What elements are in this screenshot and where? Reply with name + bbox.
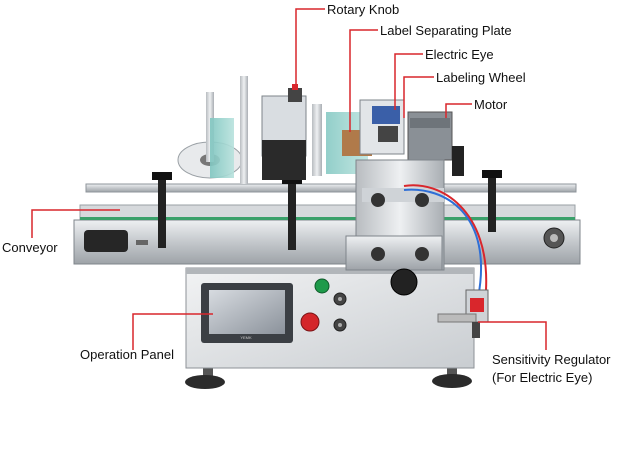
panel-controls (300, 278, 347, 332)
motor-callout (445, 103, 472, 118)
operation-panel-callout (132, 313, 213, 350)
sensitivity-regulator-label: Sensitivity Regulator (492, 352, 611, 367)
start-button (314, 278, 330, 294)
electric-eye-callout (394, 53, 423, 110)
operation-panel-screen: YEMK (201, 283, 293, 343)
sensitivity-regulator-sublabel: (For Electric Eye) (492, 370, 593, 385)
label-separating-plate-label: Label Separating Plate (380, 23, 512, 38)
conveyor-motor-cover (84, 230, 128, 252)
sensitivity-regulator (437, 289, 489, 338)
conveyor (73, 183, 581, 265)
motor-label: Motor (474, 97, 508, 112)
label-roll (177, 76, 248, 184)
operation-panel-label: Operation Panel (80, 347, 174, 362)
rotary-knob-callout (295, 8, 325, 86)
conveyor-callout (31, 209, 120, 238)
labeling-wheel-label: Labeling Wheel (436, 70, 526, 85)
label-separating-plate-callout (349, 29, 378, 132)
sensitivity-regulator-callout (478, 321, 547, 350)
adjustment-block (345, 159, 445, 296)
stop-button (300, 312, 320, 332)
callout-lines (31, 8, 547, 350)
sensor-hoses (403, 184, 488, 299)
machine-feet (185, 366, 472, 389)
screen-brand: YEMK (240, 335, 252, 340)
rotary-knob-label: Rotary Knob (327, 2, 400, 17)
electric-eye-label: Electric Eye (425, 47, 494, 62)
conveyor-label: Conveyor (2, 240, 58, 255)
labeling-head (261, 84, 464, 180)
labeling-wheel-callout (403, 76, 434, 118)
